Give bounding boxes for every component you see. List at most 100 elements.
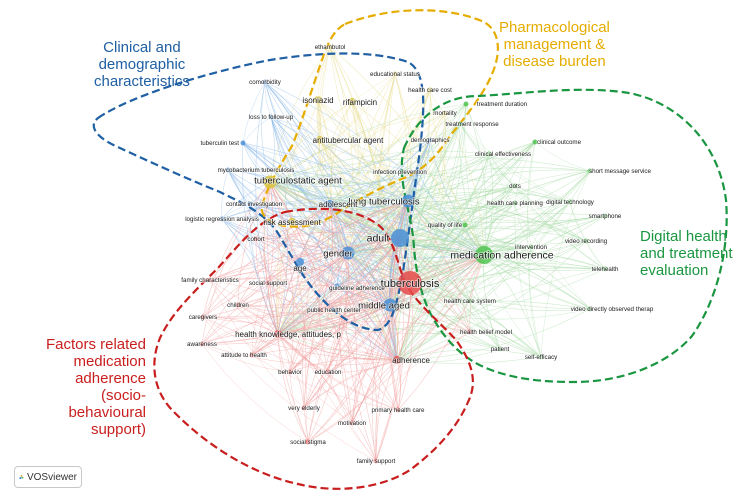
network-edge: [417, 171, 485, 256]
network-edge: [399, 237, 471, 302]
network-edge: [267, 282, 279, 335]
network-edge: [202, 203, 331, 318]
network-edge: [329, 203, 591, 310]
network-edge: [409, 282, 591, 312]
network-edge: [251, 252, 349, 356]
network-edge: [530, 170, 591, 248]
network-edge: [289, 200, 409, 373]
network-edge: [329, 73, 396, 205]
network-edge: [329, 203, 532, 248]
network-node: [305, 439, 311, 445]
network-node: [398, 271, 422, 295]
network-edge: [514, 185, 606, 270]
network-node: [497, 346, 503, 352]
network-edge: [307, 252, 349, 443]
cluster-title-line: Pharmacological: [499, 19, 610, 36]
network-edge: [464, 202, 516, 226]
node-label: quality of life: [428, 222, 463, 229]
node-label: age: [293, 264, 307, 273]
node-label: self-efficacy: [525, 354, 558, 361]
network-node: [395, 407, 401, 413]
node-label: risk assessment: [263, 218, 321, 227]
cluster-outline-factors: [153, 207, 474, 490]
network-edge: [585, 240, 606, 270]
network-edge: [407, 169, 591, 202]
node-label: dots: [509, 183, 521, 190]
network-edge: [329, 167, 591, 205]
network-edge: [329, 203, 542, 358]
network-edge: [329, 46, 409, 202]
network-edge: [307, 359, 398, 443]
network-node: [602, 213, 608, 219]
network-edge: [267, 282, 399, 411]
network-edge: [303, 252, 349, 409]
network-edge: [270, 116, 349, 254]
network-node: [583, 238, 589, 244]
network-edge: [399, 201, 571, 239]
cluster-outline-clinical: [92, 52, 425, 332]
network-node: [567, 199, 573, 205]
network-edge: [514, 202, 532, 248]
network-edge: [407, 200, 591, 310]
network-edge: [407, 200, 606, 270]
network-edge: [277, 101, 353, 335]
cluster-outline-digital: [400, 88, 728, 384]
node-label: demographics: [411, 137, 450, 144]
network-edge: [389, 304, 471, 333]
network-edge: [269, 181, 398, 361]
node-label: intervention: [515, 244, 548, 251]
network-edge: [329, 89, 431, 205]
network-edge: [464, 170, 591, 226]
cluster-outline-layer: [92, 9, 728, 490]
network-node: [512, 200, 518, 206]
node-label: tuberculostatic agent: [254, 175, 342, 186]
network-edge: [270, 116, 419, 173]
node-label: middle aged: [358, 300, 410, 311]
node-label: guideline adherence: [329, 285, 385, 292]
node-label: clinical outcome: [537, 139, 582, 146]
network-edge: [347, 141, 536, 254]
network-edge: [251, 282, 269, 356]
cluster-title-line: demographic: [98, 56, 186, 73]
network-edge: [242, 116, 272, 144]
node-label: short message service: [589, 168, 651, 175]
network-edge: [267, 282, 279, 335]
network-node: [528, 244, 534, 250]
network-edge: [221, 215, 401, 239]
node-label: treatment response: [445, 121, 499, 128]
node-label: comorbidity: [249, 79, 282, 86]
network-edge: [351, 200, 409, 424]
network-node: [512, 183, 518, 189]
network-edge: [347, 245, 485, 256]
network-node: [587, 306, 593, 312]
network-node: [602, 266, 608, 272]
network-edge: [264, 81, 411, 284]
cluster-title-pharma: Pharmacological management & disease bur…: [499, 19, 610, 70]
cluster-title-line: Clinical and: [103, 39, 181, 56]
network-edge: [399, 153, 490, 239]
node-label: health knowledge, attitudes, p: [235, 330, 341, 339]
network-node: [415, 169, 421, 175]
network-edge: [307, 304, 391, 443]
node-label: social stigma: [290, 439, 326, 446]
network-edge: [320, 46, 331, 205]
network-edge: [269, 181, 542, 358]
network-node: [263, 175, 277, 189]
network-edge: [407, 185, 516, 203]
network-node: [427, 137, 433, 143]
network-node: [219, 216, 225, 222]
network-edge: [347, 240, 587, 263]
network-edge: [347, 101, 360, 254]
cluster-outline-pharma: [260, 9, 499, 228]
network-edge: [251, 203, 331, 356]
network-edge: [227, 169, 391, 306]
network-edge: [289, 203, 331, 373]
network-node: [200, 314, 206, 320]
node-label: lung tuberculosis: [348, 196, 420, 207]
network-edge: [307, 254, 485, 443]
network-node: [486, 151, 492, 157]
network-edge: [399, 237, 606, 271]
network-edge: [407, 200, 501, 350]
network-edge: [307, 200, 409, 443]
node-label: adult: [367, 233, 390, 245]
